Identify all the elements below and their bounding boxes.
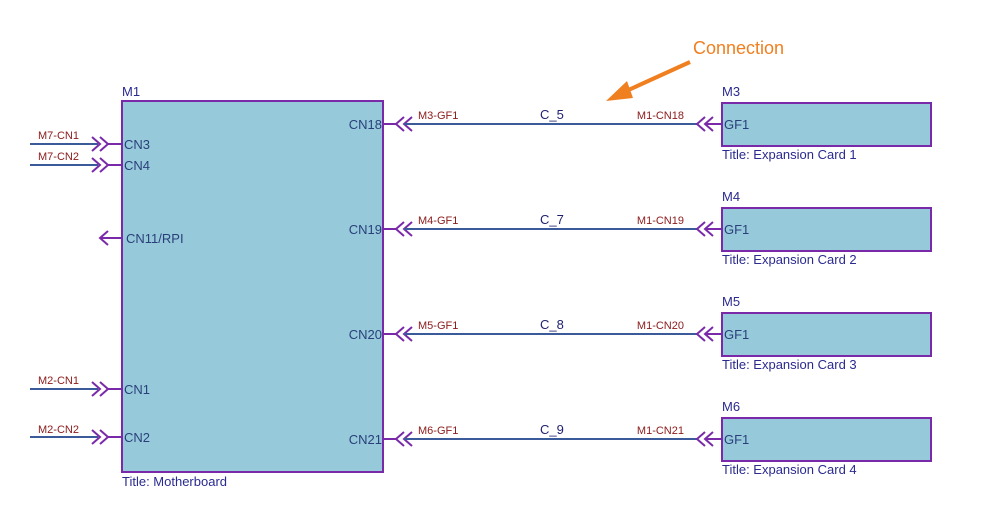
port-label: CN18 [349,117,382,132]
expansion-card-4[interactable]: M6 GF1 Title: Expansion Card 4 [721,399,932,477]
input-cn4[interactable]: M7-CN2 CN4 [30,151,150,173]
chevron-left-icon [695,221,706,237]
card-title: Title: Expansion Card 2 [722,252,857,267]
connection-c5[interactable]: CN18 M3-GF1 C_5 M1-CN18 [349,107,722,132]
chevron-left-icon [695,431,706,447]
card-box[interactable] [721,102,932,147]
card-ref: M3 [722,84,740,99]
card-title: Title: Expansion Card 1 [722,147,857,162]
annotation-label: Connection [693,38,784,58]
net-label: M2-CN1 [38,375,79,387]
net-label: M1-CN21 [637,425,684,437]
connection-c9[interactable]: CN21 M6-GF1 C_9 M1-CN21 [349,422,722,447]
card-box[interactable] [721,207,932,252]
input-cn3[interactable]: M7-CN1 CN3 [30,130,150,152]
input-cn11-rpi[interactable]: CN11/RPI [98,230,184,246]
connection-c7[interactable]: CN19 M4-GF1 C_7 M1-CN19 [349,212,722,237]
input-cn1[interactable]: M2-CN1 CN1 [30,375,150,397]
port-label: CN21 [349,432,382,447]
net-label: M1-CN20 [637,320,684,332]
port-label: CN19 [349,222,382,237]
card-title: Title: Expansion Card 3 [722,357,857,372]
port-label: CN2 [124,430,150,445]
input-cn2[interactable]: M2-CN2 CN2 [30,424,150,445]
port-label: CN11/RPI [126,231,184,246]
connection-label: C_5 [540,107,564,122]
port-label: CN4 [124,158,150,173]
port-label: CN3 [124,137,150,152]
card-box[interactable] [721,417,932,462]
motherboard-box[interactable] [121,100,384,473]
port-label: GF1 [724,117,749,132]
chevron-right-icon [91,381,102,397]
motherboard-title: Title: Motherboard [122,474,227,489]
port-label: CN20 [349,327,382,342]
chevron-left-icon [695,326,706,342]
net-label: M4-GF1 [418,215,458,227]
port-label: GF1 [724,327,749,342]
chevron-left-icon [394,221,405,237]
chevron-left-icon [394,116,405,132]
port-label: CN1 [124,382,150,397]
expansion-card-2[interactable]: M4 GF1 Title: Expansion Card 2 [721,189,932,267]
connection-label: C_8 [540,317,564,332]
chevron-right-icon [91,136,102,152]
net-label: M1-CN19 [637,215,684,227]
port-label: GF1 [724,432,749,447]
motherboard-block[interactable]: M1 Title: Motherboard [121,84,384,489]
card-ref: M4 [722,189,740,204]
net-label: M6-GF1 [418,425,458,437]
card-title: Title: Expansion Card 4 [722,462,857,477]
net-label: M3-GF1 [418,110,458,122]
chevron-left-icon [695,116,706,132]
connection-c8[interactable]: CN20 M5-GF1 C_8 M1-CN20 [349,317,722,342]
net-label: M7-CN1 [38,130,79,142]
card-ref: M5 [722,294,740,309]
port-label: GF1 [724,222,749,237]
chevron-right-icon [91,429,102,445]
expansion-card-1[interactable]: M3 GF1 Title: Expansion Card 1 [721,84,932,162]
card-ref: M6 [722,399,740,414]
connection-label: C_9 [540,422,564,437]
net-label: M2-CN2 [38,424,79,436]
annotation-arrow [606,60,691,101]
motherboard-ref: M1 [122,84,140,99]
chevron-left-icon [394,326,405,342]
connection-label: C_7 [540,212,564,227]
net-label: M5-GF1 [418,320,458,332]
chevron-right-icon [91,157,102,173]
net-label: M1-CN18 [637,110,684,122]
net-label: M7-CN2 [38,151,79,163]
expansion-card-3[interactable]: M5 GF1 Title: Expansion Card 3 [721,294,932,372]
chevron-left-icon [394,431,405,447]
card-box[interactable] [721,312,932,357]
